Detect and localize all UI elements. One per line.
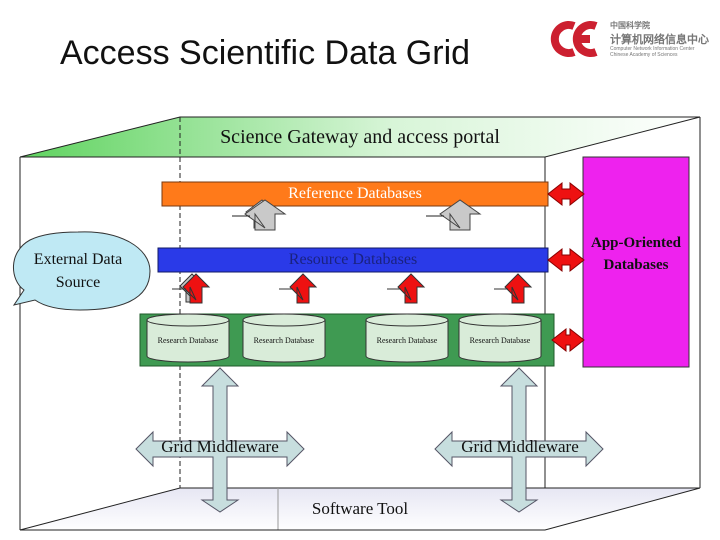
resource-databases-label: Resource Databases [288, 251, 418, 268]
grid-middleware-left-label: Grid Middleware [161, 437, 279, 456]
reference-databases-bar [161, 181, 549, 207]
research-database-label-1: Research Database [157, 336, 219, 345]
grid-middleware-right-label: Grid Middleware [461, 437, 579, 456]
logo-line-4: Chinese Academy of Sciences [610, 52, 678, 58]
research-database-label-4: Research Database [469, 336, 531, 345]
reference-up-arrows [232, 199, 482, 231]
reference-databases-label: Reference Databases [288, 185, 422, 202]
resource-databases-bar [157, 247, 549, 273]
app-link-arrows [547, 181, 585, 353]
research-database-label-2: Research Database [253, 336, 315, 345]
grid-middleware-arrows [135, 367, 604, 513]
software-tool-label: Software Tool [311, 499, 409, 518]
app-oriented-panel [582, 156, 690, 368]
app-oriented-label: App-Oriented Databases [591, 235, 681, 273]
external-source-label: External Data Source [33, 251, 123, 291]
logo-line-1: 中国科学院 [610, 21, 650, 30]
gateway-label: Science Gateway and access portal [220, 126, 500, 148]
page-title: Access Scientific Data Grid [60, 34, 471, 72]
cnic-logo-mark [550, 21, 598, 57]
logo-line-2: 计算机网络信息中心 [610, 34, 709, 46]
research-database-label-3: Research Database [376, 336, 438, 345]
research-database-cylinders [146, 313, 542, 363]
external-source-bubble [12, 231, 151, 311]
cnic-logo: 中国科学院 计算机网络信息中心 Computer Network Informa… [540, 14, 720, 64]
resource-up-arrows [172, 273, 533, 304]
logo-line-3: Computer Network Information Center [610, 46, 695, 52]
